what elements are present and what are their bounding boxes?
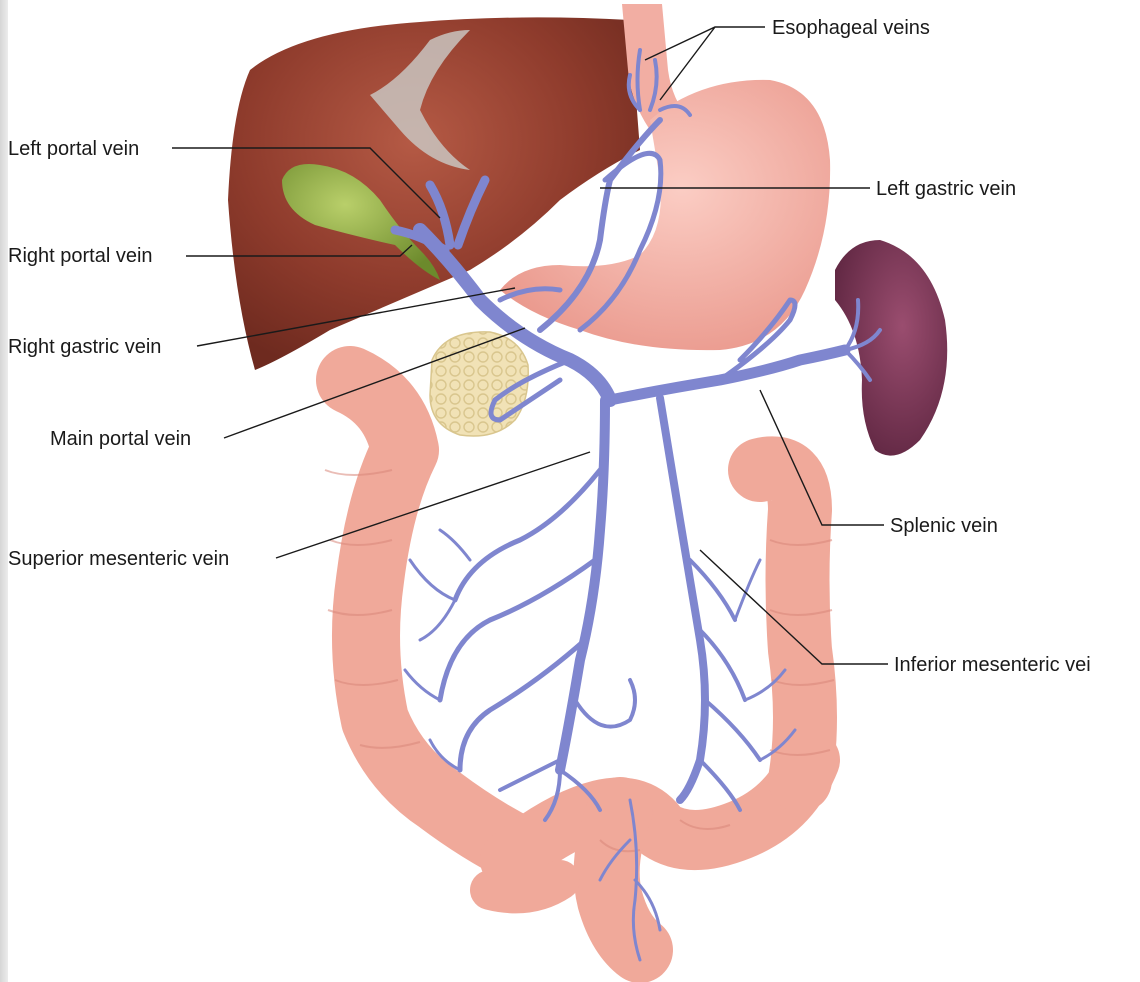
label-right-gastric-vein: Right gastric vein — [8, 336, 161, 358]
label-main-portal-vein: Main portal vein — [50, 428, 191, 450]
label-right-portal-vein: Right portal vein — [8, 245, 153, 267]
label-splenic-vein: Splenic vein — [890, 515, 998, 537]
pancreas — [430, 332, 528, 436]
label-left-portal-vein: Left portal vein — [8, 138, 139, 160]
label-left-gastric-vein: Left gastric vein — [876, 178, 1016, 200]
label-inferior-mesenteric-vein: Inferior mesenteric vei — [894, 654, 1091, 676]
label-esophageal-veins: Esophageal veins — [772, 17, 930, 39]
label-superior-mesenteric-vein: Superior mesenteric vein — [8, 548, 229, 570]
